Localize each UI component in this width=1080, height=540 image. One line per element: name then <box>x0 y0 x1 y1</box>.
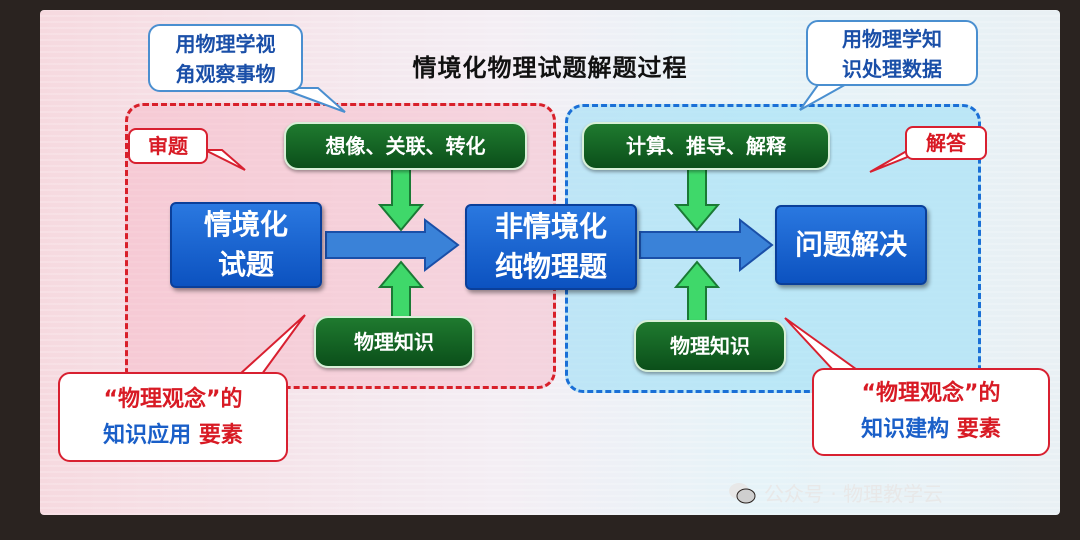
left-callout: 用物理学视 角观察事物 <box>148 24 303 92</box>
arrow-down-right <box>673 167 721 232</box>
diagram-title: 情境化物理试题解题过程 <box>412 54 688 82</box>
solved-label: 问题解决 <box>794 228 907 261</box>
situational-line2: 试题 <box>217 248 274 281</box>
answer-tag: 解答 <box>905 126 987 160</box>
right-callout-line2: 识处理数据 <box>842 57 942 81</box>
right-note: “物理观念”的 知识建构 要素 <box>812 368 1050 456</box>
left-note: “物理观念”的 知识应用 要素 <box>58 372 288 462</box>
watermark: 公众号 · 物理教学云 <box>728 478 943 507</box>
right-note-element: 要素 <box>956 417 1001 442</box>
left-note-pointer <box>237 314 306 375</box>
review-tag: 审题 <box>128 128 208 164</box>
physics-knowledge-box-right: 物理知识 <box>634 320 786 372</box>
left-note-element: 要素 <box>198 423 243 448</box>
right-note-knowledge-construction: 知识建构 <box>861 417 950 442</box>
left-note-knowledge-application: 知识应用 <box>103 423 192 448</box>
situational-problem-box: 情境化 试题 <box>170 202 322 288</box>
right-note-line1: “物理观念”的 <box>861 381 1001 406</box>
situational-line1: 情境化 <box>203 208 288 241</box>
arrow-up-left <box>377 260 425 319</box>
non-situational-line2: 纯物理题 <box>494 250 607 283</box>
right-callout-line1: 用物理学知 <box>842 27 942 51</box>
left-callout-line2: 角观察事物 <box>175 62 276 86</box>
imagine-relate-transform-box: 想像、关联、转化 <box>284 122 527 170</box>
physics-knowledge-box-left: 物理知识 <box>314 316 474 368</box>
wechat-icon <box>729 482 756 503</box>
arrow-down-left <box>377 167 425 232</box>
arrow-up-right <box>673 260 721 323</box>
arrow-to-solved <box>639 217 774 273</box>
right-callout-pointer <box>799 81 854 111</box>
watermark-text: 公众号 · 物理教学云 <box>764 482 944 506</box>
right-callout: 用物理学知 识处理数据 <box>806 20 978 86</box>
right-note-pointer <box>784 317 864 373</box>
problem-solved-box: 问题解决 <box>775 205 927 285</box>
arrow-to-non-situational <box>325 217 460 273</box>
non-situational-line1: 非情境化 <box>494 210 607 243</box>
left-note-line1: “物理观念”的 <box>103 387 243 412</box>
review-tag-pointer <box>204 149 246 171</box>
non-situational-problem-box: 非情境化 纯物理题 <box>465 204 637 290</box>
compute-derive-explain-box: 计算、推导、解释 <box>582 122 830 170</box>
left-callout-line1: 用物理学视 <box>175 32 276 56</box>
